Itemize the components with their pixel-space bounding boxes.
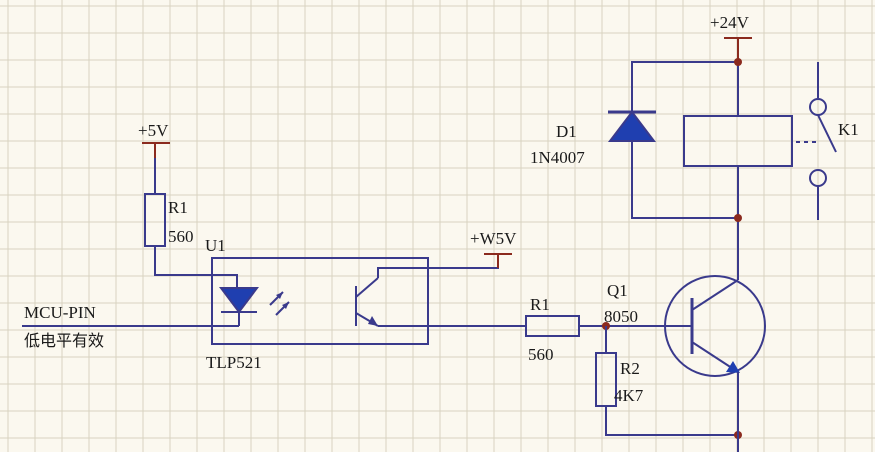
resistor-r2-ref: R2 bbox=[620, 359, 640, 378]
phototransistor-icon bbox=[355, 267, 428, 327]
resistor-r2-value: 4K7 bbox=[614, 386, 644, 405]
resistor-r1-base bbox=[525, 315, 580, 337]
optocoupler-u1 bbox=[211, 257, 429, 345]
resistor-r1-top bbox=[144, 193, 166, 247]
supply-w5v-label: +W5V bbox=[470, 229, 517, 248]
diode-d1-ref: D1 bbox=[556, 122, 577, 141]
led-icon bbox=[219, 287, 290, 326]
transistor-q1-ref: Q1 bbox=[607, 281, 628, 300]
supply-5v: +5V bbox=[138, 121, 170, 158]
relay-k1-ref: K1 bbox=[838, 120, 859, 139]
junction-collector bbox=[734, 214, 742, 222]
resistor-r1-base-ref: R1 bbox=[530, 295, 550, 314]
input-pin-label: MCU-PIN bbox=[24, 303, 96, 322]
supply-24v-label: +24V bbox=[710, 13, 750, 32]
optocoupler-u1-part: TLP521 bbox=[206, 353, 262, 372]
relay-coil-k1 bbox=[683, 115, 793, 167]
optocoupler-u1-ref: U1 bbox=[205, 236, 226, 255]
diode-d1-part: 1N4007 bbox=[530, 148, 585, 167]
transistor-q1-part: 8050 bbox=[604, 307, 638, 326]
supply-24v: +24V bbox=[710, 13, 752, 62]
supply-5v-label: +5V bbox=[138, 121, 169, 140]
transistor-q1 bbox=[664, 275, 766, 377]
diode-d1 bbox=[607, 110, 657, 142]
resistor-r1-top-ref: R1 bbox=[168, 198, 188, 217]
resistor-r2 bbox=[595, 352, 617, 407]
relay-contact-icon bbox=[809, 62, 837, 220]
input-note-label: 低电平有效 bbox=[24, 331, 104, 350]
emitter-arrow-icon bbox=[726, 361, 740, 373]
supply-w5v: +W5V bbox=[470, 229, 517, 268]
junction-24v bbox=[734, 58, 742, 66]
resistor-r1-top-value: 560 bbox=[168, 227, 194, 246]
resistor-r1-base-value: 560 bbox=[528, 345, 554, 364]
